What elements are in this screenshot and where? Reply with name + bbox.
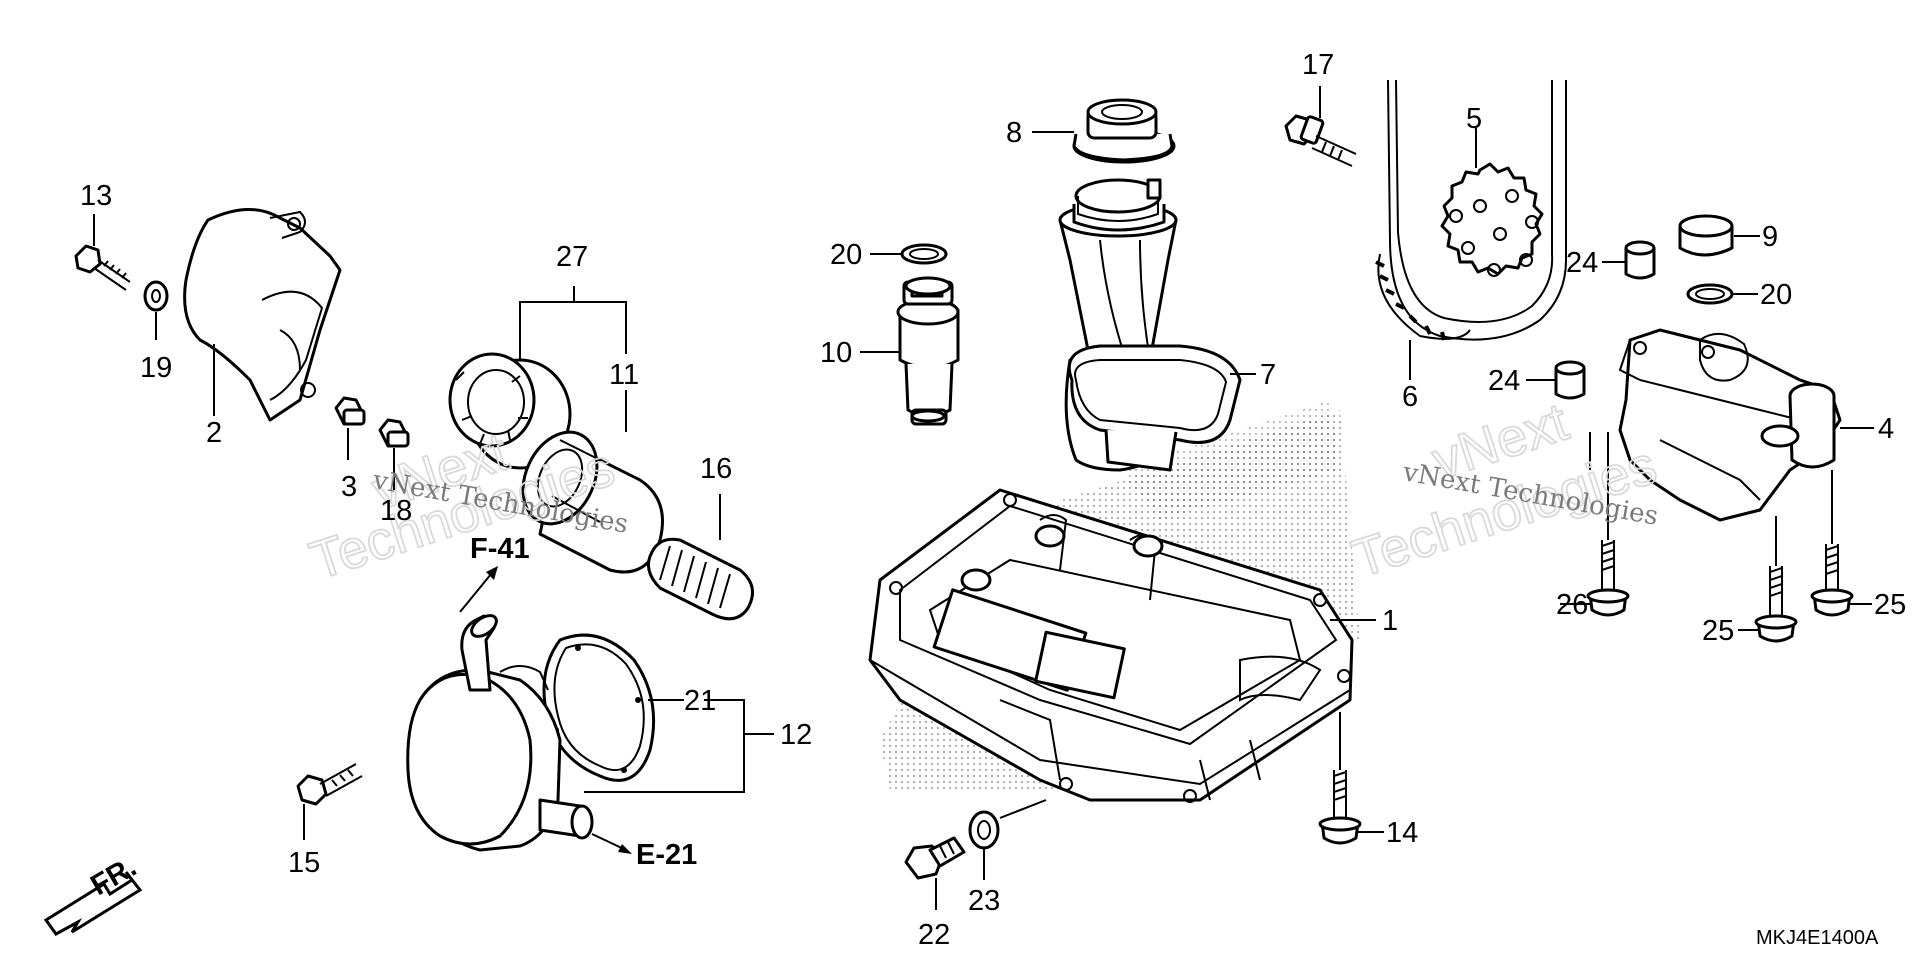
callout-27: 27 <box>556 241 588 273</box>
callout-3: 3 <box>341 471 357 503</box>
bolt-14[interactable] <box>1318 770 1362 845</box>
leader-lines <box>93 86 1874 910</box>
plug-3[interactable] <box>334 396 366 426</box>
callout-25-right: 25 <box>1874 589 1906 621</box>
callout-22: 22 <box>918 919 950 951</box>
bolt-25-right[interactable] <box>1810 544 1854 617</box>
callout-14: 14 <box>1386 817 1418 849</box>
callout-8: 8 <box>1006 117 1022 149</box>
callout-6: 6 <box>1402 381 1418 413</box>
callout-23: 23 <box>968 885 1000 917</box>
callout-4: 4 <box>1878 413 1894 445</box>
filter-cover-2[interactable] <box>183 208 342 422</box>
callout-26: 26 <box>1556 589 1588 621</box>
callout-24-top: 24 <box>1566 247 1598 279</box>
section-ref-f41[interactable]: F-41 <box>470 533 530 565</box>
callout-7: 7 <box>1260 359 1276 391</box>
oil-cooler-12[interactable] <box>406 611 594 852</box>
callout-1: 1 <box>1382 605 1398 637</box>
callout-labels: 13 19 2 3 18 27 11 16 21 12 15 8 20 10 7… <box>80 49 1906 951</box>
callout-21: 21 <box>684 685 716 717</box>
callout-11: 11 <box>609 359 639 391</box>
pressure-switch-10[interactable] <box>896 276 960 426</box>
callout-25-mid: 25 <box>1702 615 1734 647</box>
spring-16[interactable] <box>646 537 754 621</box>
dowel-pin-24-mid[interactable] <box>1554 360 1586 400</box>
callout-9: 9 <box>1762 221 1778 253</box>
callout-19: 19 <box>140 352 172 384</box>
bolt-17[interactable] <box>1284 114 1357 167</box>
diagram-code: MKJ4E1400A <box>1756 927 1879 949</box>
bolt-26[interactable] <box>1586 540 1630 617</box>
callout-5: 5 <box>1466 103 1482 135</box>
washer-23[interactable] <box>968 810 1000 850</box>
callout-10: 10 <box>820 337 852 369</box>
sprocket-5[interactable] <box>1440 162 1544 277</box>
o-ring-20-left[interactable] <box>900 243 948 265</box>
callout-12: 12 <box>780 719 812 751</box>
arrow-f41 <box>459 566 498 613</box>
callout-20-right: 20 <box>1760 279 1792 311</box>
bolt-15[interactable] <box>296 763 363 806</box>
callout-24-mid: 24 <box>1488 365 1520 397</box>
dowel-pin-24-top[interactable] <box>1624 240 1656 280</box>
washer-19[interactable] <box>143 280 169 312</box>
bolt-13[interactable] <box>74 244 131 291</box>
callout-15: 15 <box>288 847 320 879</box>
drain-bolt-22[interactable] <box>904 836 966 880</box>
oil-cap-8[interactable] <box>1072 98 1176 164</box>
callout-13: 13 <box>80 180 112 212</box>
arrow-e21 <box>591 833 632 854</box>
oil-filler-neck-7[interactable] <box>1058 178 1242 472</box>
callout-2: 2 <box>206 417 222 449</box>
oil-filter-11[interactable] <box>509 420 664 574</box>
o-ring-20-right[interactable] <box>1686 283 1734 305</box>
callout-18: 18 <box>380 495 412 527</box>
callout-16: 16 <box>700 453 732 485</box>
front-arrow <box>43 871 143 936</box>
gasket-21[interactable] <box>542 633 656 782</box>
callout-20-left: 20 <box>830 239 862 271</box>
plug-18[interactable] <box>378 418 410 448</box>
drive-chain <box>1375 79 1567 341</box>
section-ref-e21[interactable]: E-21 <box>636 839 697 871</box>
callout-17: 17 <box>1302 49 1334 81</box>
bolt-25-mid[interactable] <box>1754 566 1798 643</box>
collar-9[interactable] <box>1678 214 1734 257</box>
oil-pump-4[interactable] <box>1618 328 1842 522</box>
oil-pan-1[interactable] <box>868 488 1354 803</box>
